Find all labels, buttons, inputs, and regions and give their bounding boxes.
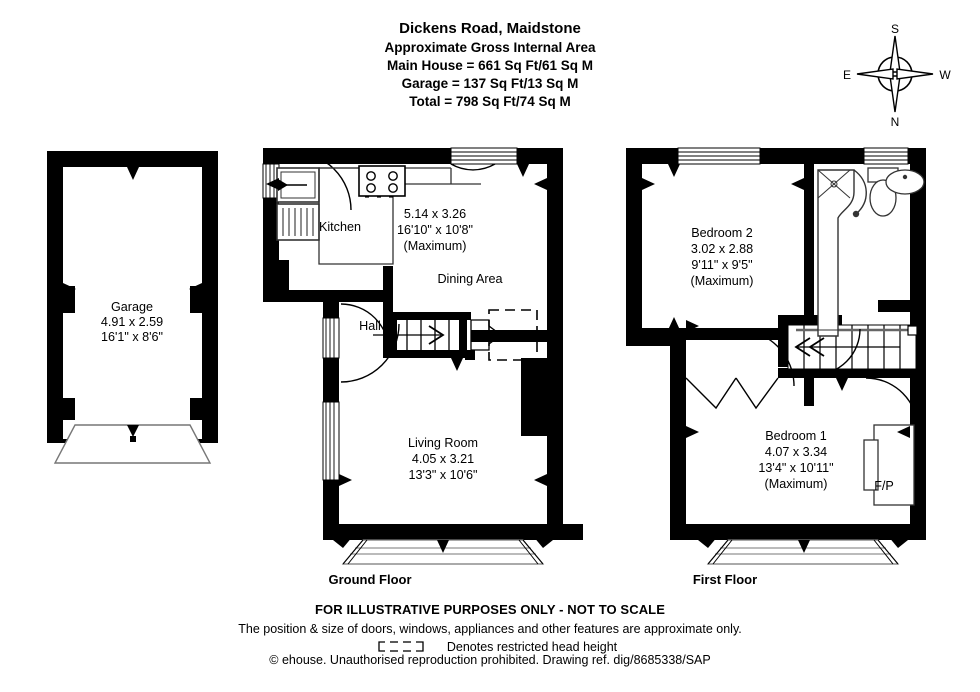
hall-room-name: Hall [359,319,381,333]
bedroom2-metric-dims: 3.02 x 2.88 [691,242,753,256]
garage-metric-dims: 4.91 x 2.59 [101,315,163,329]
fireplace-label: F/P [874,479,894,493]
first-door-swing-bedroom1 [865,377,919,431]
garage-arrow-top [127,167,139,180]
compass-rose: S N E W [843,22,951,129]
ground-floor-label: Ground Floor [328,572,412,587]
garage-arrow-right [189,283,202,295]
compass-label-left: E [843,68,851,82]
living-metric-dims: 4.05 x 3.21 [412,452,474,466]
bedroom2-dims-note: (Maximum) [691,274,754,288]
page-title: Dickens Road, Maidstone [399,20,581,37]
first-landing-partition [804,362,814,406]
restricted-head-height-legend-icon [378,641,424,652]
living-room-name: Living Room [408,436,478,450]
ground-door-swing-entry [450,163,496,171]
first-direction-arrows [642,164,910,553]
total-area: Total = 798 Sq Ft/74 Sq M [409,94,571,109]
footer-copyright: © ehouse. Unauthorised reproduction proh… [269,653,711,667]
bedroom1-imperial-dims: 13'4" x 10'11" [758,461,833,475]
ground-door-swing-kitchen [292,151,352,211]
first-bifold-right [735,377,779,410]
ground-door-swing-hall-b [340,323,400,383]
ground-stair-side-wall [471,330,549,342]
kitchen-tap-icon [278,179,288,191]
garage-arrow-left [63,283,76,295]
kitchen-drainer [276,203,320,241]
bedroom1-dims-note: (Maximum) [765,477,828,491]
first-floor-label: First Floor [692,572,758,587]
compass-label-bottom: N [891,115,900,129]
first-door-swings [685,328,919,431]
compass-needle-right [896,68,934,80]
first-interior [642,164,910,524]
ground-window-left-upper [322,317,340,359]
ground-kitchen-divider [383,266,393,300]
bedroom2-imperial-dims: 9'11" x 9'5" [691,258,752,272]
bedroom1-room-name: Bedroom 1 [765,429,827,443]
ground-chimney-breast [521,358,549,436]
first-door-swing-bathroom [813,328,861,376]
compass-label-top: S [891,22,899,36]
ground-hall-partition-top [383,266,393,282]
ground-stair-post [465,350,475,360]
first-window-top-right [863,147,909,165]
footer-disclaimer-body: The position & size of doors, windows, a… [238,622,742,636]
footer-legend-text: Denotes restricted head height [446,640,618,654]
ground-window-left-lower [322,401,340,481]
garage-pier-left-lower [63,398,75,420]
footer-disclaimer-title: FOR ILLUSTRATIVE PURPOSES ONLY - NOT TO … [315,602,665,617]
gross-area-subtitle: Approximate Gross Internal Area [384,40,596,55]
living-imperial-dims: 13'3" x 10'6" [408,468,477,482]
garage-floorplan: Garage 4.91 x 2.59 16'1" x 8'6" [47,151,218,464]
garage-pier-right-lower [190,398,202,420]
kitchen-metric-dims: 5.14 x 3.26 [404,207,466,221]
ground-hall-partition [383,298,393,358]
bathroom-shower-screen [852,169,867,218]
bathroom-bath-shower [817,169,855,337]
bathroom-basin [885,169,925,195]
first-door-swing-bedroom2 [737,329,795,387]
garage-interior [63,167,202,439]
ground-kitchen-bottom-wall [279,290,393,302]
ground-door-swing-hall-a [340,303,390,353]
main-house-area: Main House = 661 Sq Ft/61 Sq M [387,58,593,73]
kitchen-imperial-dims: 16'10" x 10'8" [397,223,473,237]
first-fireplace [863,424,915,506]
kitchen-hob [358,165,406,198]
compass-label-right: W [939,68,951,82]
first-bathroom-jog [878,300,914,312]
garage-arrow-bottom [127,425,139,437]
first-window-top-left [677,147,761,165]
bedroom1-metric-dims: 4.07 x 3.34 [765,445,827,459]
ground-window-top [450,147,518,165]
dining-area-name: Dining Area [437,272,502,286]
bedroom2-room-name: Bedroom 2 [691,226,753,240]
compass-needle-top [889,35,901,73]
ground-direction-arrows [266,164,547,553]
kitchen-dims-note: (Maximum) [404,239,467,253]
ground-floor-plan: Kitchen 5.14 x 3.26 16'10" x 10'8" (Maxi… [262,147,583,565]
kitchen-room-name: Kitchen [319,220,361,234]
first-bifold-left [685,377,737,410]
garage-area: Garage = 137 Sq Ft/13 Sq M [401,76,579,91]
first-bay-window [698,524,908,565]
garage-door-apron [53,424,212,464]
garage-arrow-stem [130,436,136,442]
compass-needle-left [856,68,894,80]
compass-needle-bottom [889,75,901,113]
first-bedroom2-bottom-wall [642,328,814,340]
garage-imperial-dims: 16'1" x 8'6" [101,330,163,344]
garage-room-name: Garage [111,300,153,314]
kitchen-sink [276,167,320,203]
first-bedroom2-partition [804,164,814,330]
first-staircase [778,315,922,378]
first-floor-plan: Bedroom 2 3.02 x 2.88 9'11" x 9'5" (Maxi… [626,147,926,565]
